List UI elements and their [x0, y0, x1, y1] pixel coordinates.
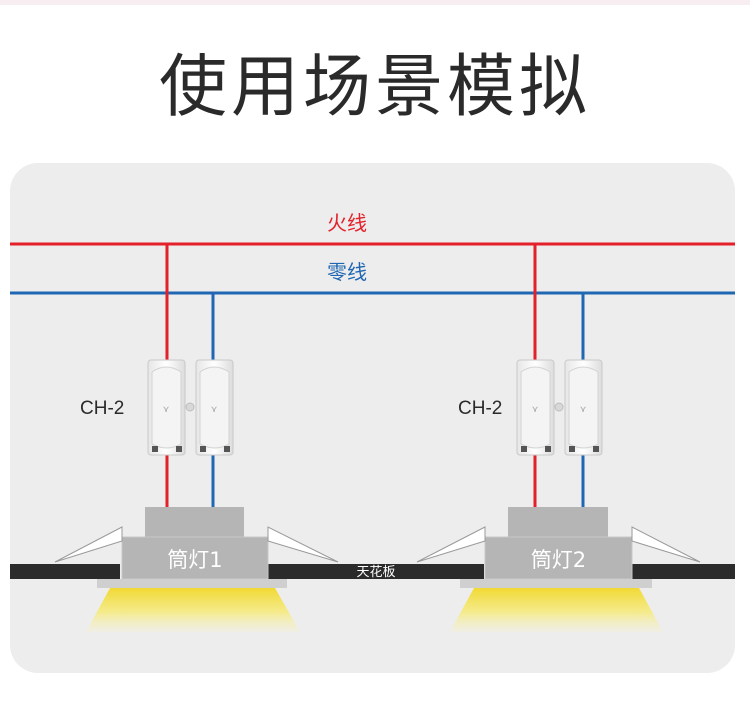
ceiling-bar-middle	[268, 564, 484, 579]
ceiling-bar-right	[632, 564, 735, 579]
downlight-2	[416, 507, 701, 632]
lamp-label-1: 筒灯1	[167, 548, 223, 572]
hot-wire-label: 火线	[327, 211, 367, 235]
svg-text:⋎: ⋎	[211, 405, 218, 415]
ceiling-bar-left	[10, 564, 120, 579]
connector-2: ⋎ ⋎	[516, 359, 603, 456]
svg-text:⋎: ⋎	[163, 405, 170, 415]
page-title: 使用场景模拟	[158, 48, 591, 127]
neutral-wire-label: 零线	[327, 260, 367, 284]
svg-text:⋎: ⋎	[580, 405, 587, 415]
connector-label-2: CH-2	[458, 398, 503, 419]
connector-label-1: CH-2	[80, 398, 125, 419]
svg-text:⋎: ⋎	[532, 405, 539, 415]
ceiling-label: 天花板	[356, 565, 396, 580]
lamp-label-2: 筒灯2	[530, 548, 587, 572]
connector-1: ⋎ ⋎	[147, 359, 234, 456]
downlight-1	[54, 507, 339, 632]
top-strip	[0, 0, 750, 5]
